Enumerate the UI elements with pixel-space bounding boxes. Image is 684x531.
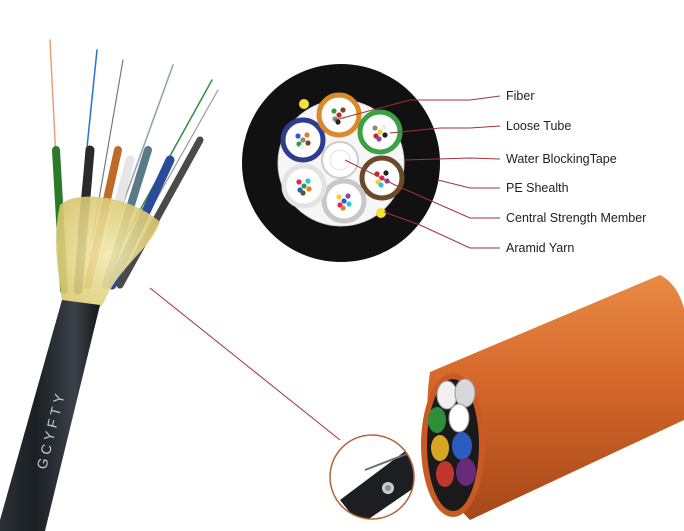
outer-jacket [0, 300, 100, 531]
fiber-dot [335, 119, 341, 125]
microduct-tubes [428, 378, 476, 487]
leader-water-blocking-tape [404, 157, 501, 161]
aramid-yarn-bundle [56, 196, 160, 315]
label-water-blocking-tape: Water BlockingTape [506, 152, 617, 166]
fiber-dot [300, 190, 306, 196]
fiber-dot [304, 132, 310, 138]
label-central-strength-member: Central Strength Member [506, 211, 647, 225]
fiber-dot [305, 178, 311, 184]
fiber-dot [306, 186, 312, 192]
leader-aramid-yarn [383, 211, 500, 249]
fiber-dot [305, 140, 311, 146]
fiber-dot [336, 112, 342, 118]
leader-pe-sheath [437, 179, 500, 189]
fiber-dot [341, 198, 347, 204]
label-aramid-yarn: Aramid Yarn [506, 241, 575, 255]
fiber-dot [295, 133, 301, 139]
leader-central-strength-member [344, 159, 500, 219]
cross-section [242, 64, 440, 262]
leader-loose-tube [389, 125, 501, 134]
fiber-dot [372, 125, 378, 131]
fiber-dot [377, 129, 383, 135]
leader-fiber [334, 95, 501, 121]
label-loose-tube: Loose Tube [506, 119, 572, 133]
leader-lines [149, 95, 501, 441]
fiber-dot [345, 193, 351, 199]
fiber-dot [301, 183, 307, 189]
fiber-dot [331, 108, 337, 114]
leader-zoom [149, 287, 341, 441]
label-pe-sheath: PE Shealth [506, 181, 569, 195]
fiber-dot [296, 179, 302, 185]
fiber-dot [299, 144, 305, 150]
label-fiber: Fiber [506, 89, 535, 103]
fiber-dot [376, 136, 382, 142]
fiber-dot [378, 182, 384, 188]
aramid-yarn-dot [299, 99, 309, 109]
fiber-dot [381, 124, 387, 130]
fiber-dot [340, 107, 346, 113]
fiber-dot [340, 205, 346, 211]
microduct-bundle [421, 275, 684, 520]
fiber-dot [382, 132, 388, 138]
fibers-in-tubes [295, 107, 390, 211]
orange-sheath-body [427, 275, 684, 520]
aramid-yarn-dot [376, 208, 386, 218]
fiber-dot [346, 201, 352, 207]
stripped-cable: GCYFTY [0, 39, 219, 531]
fiber-dot [383, 170, 389, 176]
zoom-circle [329, 434, 415, 520]
fiber-dot [336, 194, 342, 200]
fiber-dot [300, 137, 306, 143]
